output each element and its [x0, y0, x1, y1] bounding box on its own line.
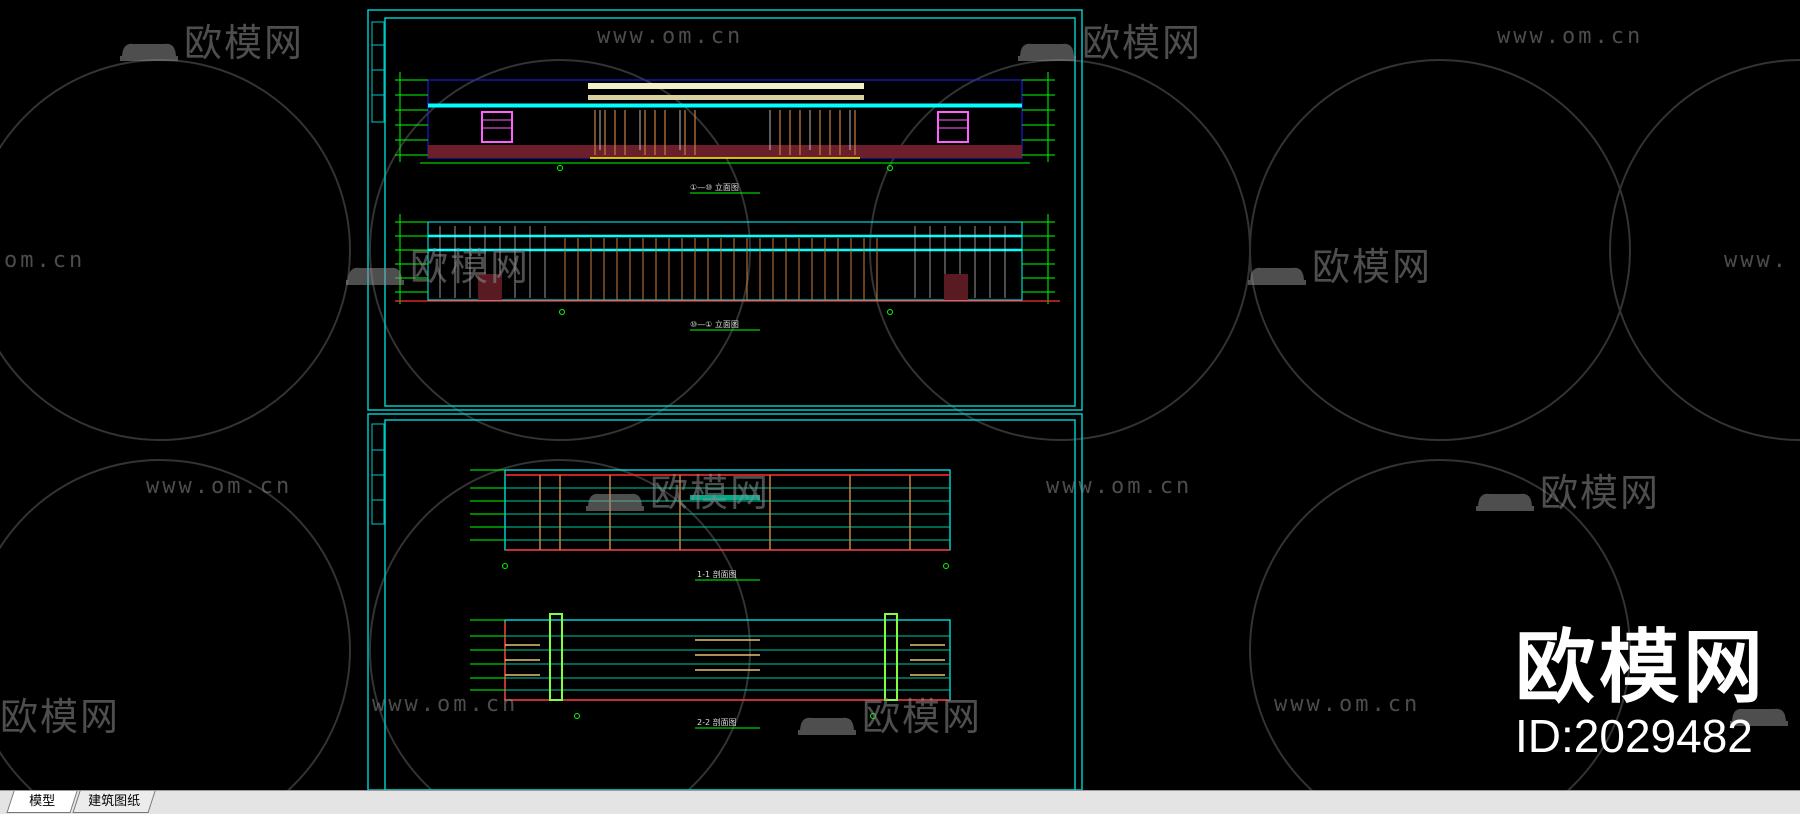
watermark-site: www.om.cn [597, 24, 744, 49]
sheet-1 [367, 9, 1083, 411]
cad-drawing[interactable]: ①—⑩ 立面图 [0, 0, 1800, 790]
section-1-1-title: 1-1 剖面图 [697, 569, 737, 579]
cad-model-space[interactable]: ①—⑩ 立面图 [0, 0, 1800, 790]
section-1-1: 1-1 剖面图 [470, 469, 951, 581]
sofa-icon [796, 705, 858, 735]
watermark-logo-partial-left: 欧模网 [0, 695, 121, 739]
watermark-site: www.om.cn [372, 692, 519, 717]
sheet-2-outer-frame [367, 413, 1083, 790]
tab-model[interactable]: 模型 [6, 791, 78, 813]
sheet-1-titleblock [371, 21, 385, 123]
watermark-logo: 欧模网 [118, 12, 304, 67]
sofa-icon [118, 31, 180, 61]
section-2-2-title: 2-2 剖面图 [697, 717, 737, 727]
watermark-logo-partial-right [1728, 686, 1794, 730]
watermark-logo: 欧模网 [584, 462, 770, 517]
brand-overlay-name: 欧模网 [1515, 621, 1767, 714]
watermark-site: www.om.cn [1046, 474, 1193, 499]
sheet-2-titleblock [371, 423, 385, 525]
sofa-icon [1728, 696, 1790, 726]
sheet-2-inner-frame [384, 419, 1076, 790]
sheet-2 [367, 413, 1083, 790]
elevation-2-title: ⑩—① 立面图 [690, 319, 739, 329]
sheet-1-inner-frame [384, 17, 1076, 407]
elevation-2: ⑩—① 立面图 [395, 214, 1060, 331]
section-2-2: 2-2 剖面图 [470, 613, 951, 729]
watermark-logo: 欧模网 [344, 236, 530, 291]
watermark-logo: 欧模网 [1246, 236, 1432, 291]
layout-tab-bar: 模型 建筑图纸 [0, 790, 1800, 814]
watermark-site: www.om.cn [1274, 692, 1421, 717]
sofa-icon [344, 255, 406, 285]
watermark-logo: 欧模网 [1016, 12, 1202, 67]
watermark-site: www.om.cn [1497, 24, 1644, 49]
elevation-1: ①—⑩ 立面图 [395, 72, 1055, 194]
sofa-icon [1016, 31, 1078, 61]
watermark-logo: 欧模网 [796, 686, 982, 741]
elevation-1-base [428, 145, 1022, 158]
brand-overlay-id: ID:2029482 [1515, 710, 1753, 762]
tab-architectural-drawings[interactable]: 建筑图纸 [72, 791, 156, 813]
watermark-logo: 欧模网 [1474, 462, 1660, 517]
sofa-icon [1246, 255, 1308, 285]
elevation-2-body [427, 221, 1023, 301]
watermark-site: www.om.cn [146, 474, 293, 499]
watermark-site-partial-right: www. [1724, 248, 1789, 273]
sheet-1-outer-frame [367, 9, 1083, 411]
watermark-site-partial-left: om.cn [4, 248, 86, 273]
elevation-1-title: ①—⑩ 立面图 [690, 182, 739, 192]
sofa-icon [584, 481, 646, 511]
sofa-icon [1474, 481, 1536, 511]
